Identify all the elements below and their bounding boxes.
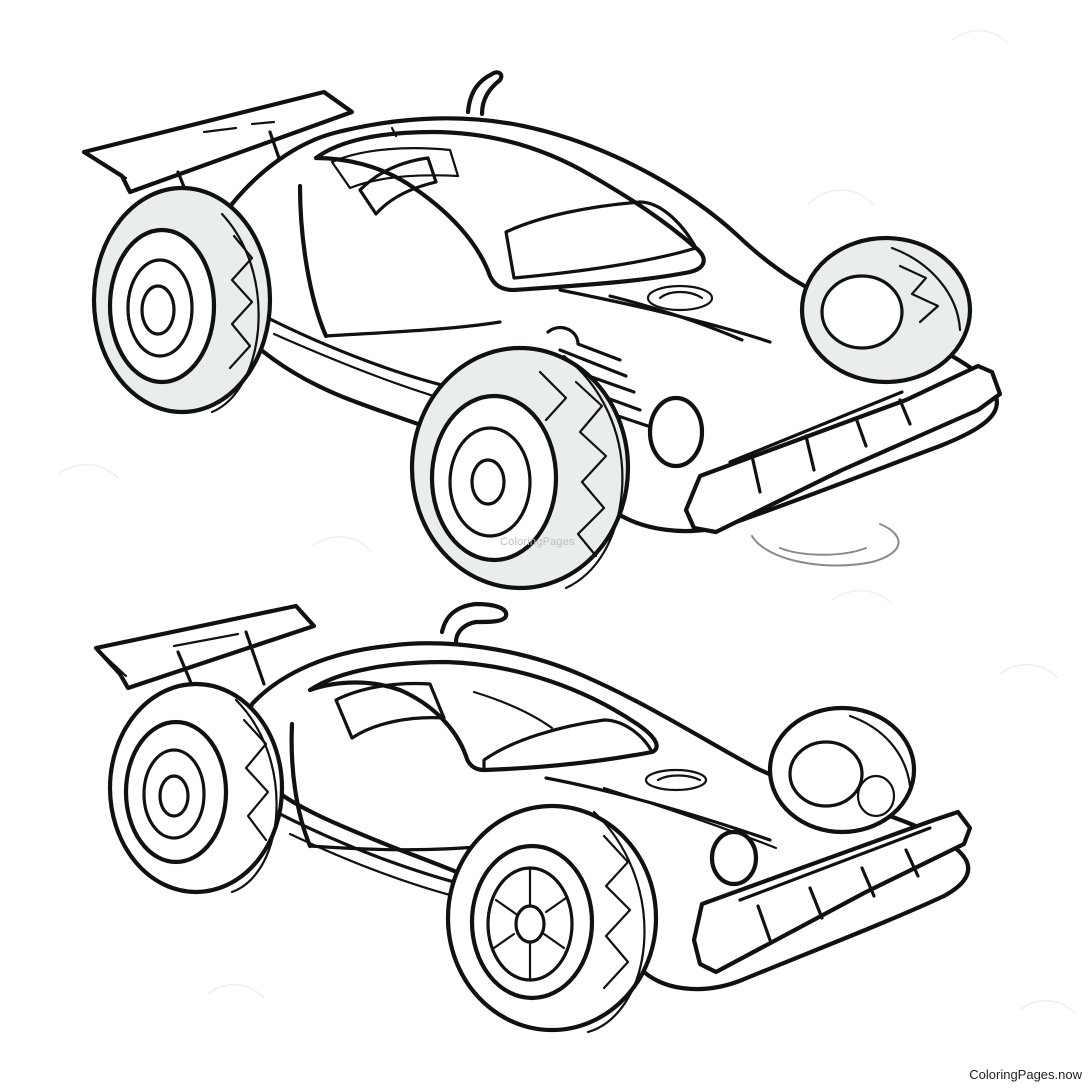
top-car-front-right-wheel (799, 235, 973, 385)
top-race-car (81, 70, 1003, 591)
top-car-front-left-wheel (409, 345, 631, 591)
bottom-car-front-right-wheel (767, 705, 917, 835)
bottom-race-car (93, 601, 973, 1034)
bottom-car-rear-wheel (107, 681, 285, 895)
bottom-car-front-left-wheel (445, 803, 659, 1034)
top-car-rear-wheel (91, 185, 273, 415)
